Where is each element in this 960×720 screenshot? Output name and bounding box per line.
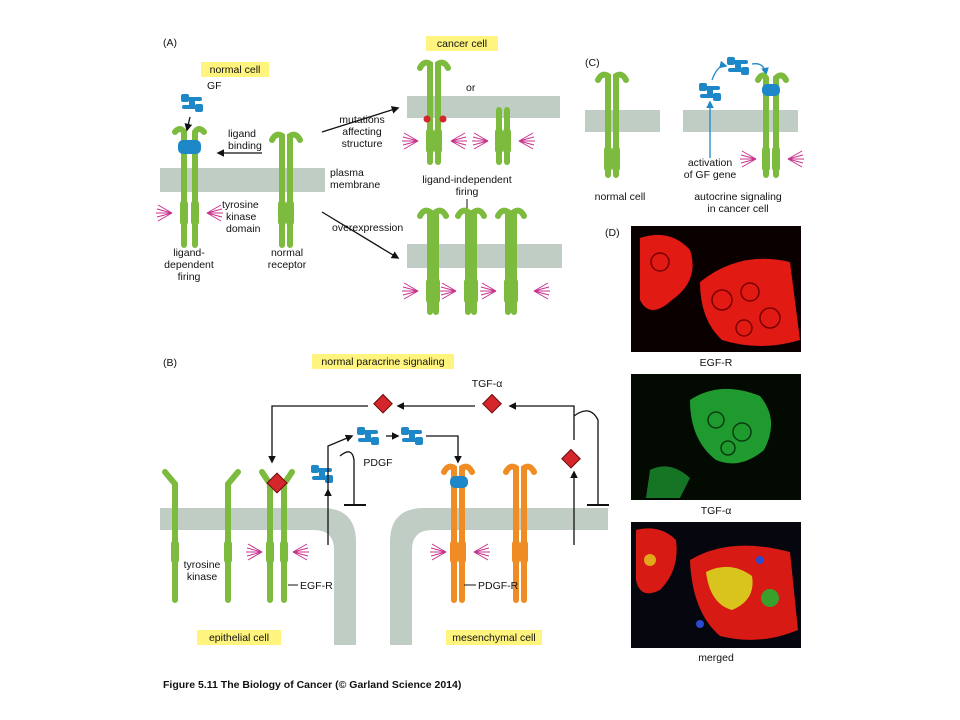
activation-label-1: activation: [688, 157, 733, 169]
normal-receptor-label-2: receptor: [268, 259, 307, 271]
ligand-binding-label-2: binding: [228, 140, 262, 152]
c-normal-receptors: [595, 71, 629, 178]
bound-tgf-alpha: [266, 472, 288, 494]
pdgf-r-label: PDGF-R: [478, 580, 519, 592]
pdgf-to-pdgfr-arrow: [426, 435, 462, 464]
gf-label: GF: [207, 80, 222, 92]
epithelial-highlight: [197, 630, 281, 645]
c-gf-ligand-2: [727, 57, 749, 75]
tgf-alpha-ligand-3: [561, 448, 581, 469]
plasma-membrane-cancer-top: [407, 96, 560, 118]
mesenchymal-cell-label: mesenchymal cell: [452, 632, 535, 644]
pdgf-secretion-arrow: [327, 434, 354, 490]
tyrosine-kinase-b-label-2: kinase: [187, 571, 218, 583]
tgf-alpha-ligand-2: [482, 393, 502, 414]
overexpression-label: overexpression: [332, 222, 403, 234]
paracrine-title: normal paracrine signaling: [321, 356, 444, 368]
bound-gf-ligand: [178, 140, 201, 154]
c-normal-cell-label: normal cell: [595, 191, 646, 203]
mutations-label-2: affecting: [342, 126, 382, 138]
gf-binding-arrow: [184, 116, 193, 132]
ligand-dependent-label-2: dependent: [164, 259, 214, 271]
autocrine-inhibit-left: [339, 451, 355, 505]
autocrine-label-2: in cancer cell: [707, 203, 768, 215]
c-gf-ligand-1: [699, 83, 721, 101]
tyrosine-kinase-label-1: tyrosine: [222, 199, 259, 211]
normal-receptor: [269, 131, 303, 248]
tyrosine-kinase-label-3: domain: [226, 223, 261, 235]
egfr-micrograph-label: EGF-R: [700, 357, 733, 369]
tgf-alpha-label: TGF-α: [472, 378, 503, 390]
ligand-binding-label-1: ligand: [228, 128, 256, 140]
ligand-dependent-label-1: ligand-: [173, 247, 205, 259]
paracrine-title-highlight: [312, 354, 454, 369]
panel-a-label: (A): [163, 37, 177, 49]
tgf-to-egfr-arrow: [268, 405, 368, 464]
epithelial-membrane: [160, 508, 356, 645]
pdgf-ligand-1: [357, 427, 379, 445]
ligand-dependent-label-3: firing: [178, 271, 201, 283]
panel-b-label: (B): [163, 357, 177, 369]
mesenchymal-highlight: [446, 630, 542, 645]
c-autocrine-receptors: [739, 72, 805, 178]
autocrine-label-1: autocrine signaling: [694, 191, 782, 203]
epithelial-cell-label: epithelial cell: [209, 632, 269, 644]
panel-c: (C) normal cell activation of GF gene au…: [585, 57, 805, 215]
mesenchymal-membrane: [390, 508, 608, 645]
tgfa-micrograph: [631, 374, 801, 500]
tgf-alpha-ligand-1: [373, 393, 393, 414]
figure-caption: Figure 5.11 The Biology of Cancer (© Gar…: [163, 679, 461, 691]
merged-micrograph-label: merged: [698, 652, 734, 664]
membrane-c-cancer: [683, 110, 798, 132]
panel-c-label: (C): [585, 57, 600, 69]
overexpressed-receptors: [401, 207, 551, 315]
mutant-receptor-dimer: [401, 59, 468, 165]
panel-b: (B) normal paracrine signaling tyrosine …: [160, 354, 609, 645]
gf-ligand: [181, 94, 203, 112]
pdgf-ligand-2: [401, 427, 423, 445]
truncated-receptor-dimer: [471, 107, 536, 165]
panel-d: (D) EGF-R TGF-α: [605, 226, 801, 664]
tyrosine-kinase-label-2: kinase: [226, 211, 257, 223]
tyrosine-kinase-b-label-1: tyrosine: [184, 559, 221, 571]
ligand-dependent-receptor: [155, 126, 224, 248]
activation-label-2: of GF gene: [684, 169, 737, 181]
merged-micrograph: [631, 522, 801, 648]
normal-receptor-label-1: normal: [271, 247, 303, 259]
tgf-secretion-arrow: [508, 402, 575, 440]
overexpression-arrow: [321, 211, 400, 259]
mutations-label-3: structure: [342, 138, 383, 150]
panel-a: (A) normal cell cancer cell GF ligand bi…: [155, 36, 562, 315]
ligand-independent-label-2: firing: [456, 186, 479, 198]
cancer-cell-highlight: [426, 36, 498, 51]
ligand-independent-label-1: ligand-independent: [422, 174, 511, 186]
or-label: or: [466, 82, 476, 94]
panel-d-label: (D): [605, 227, 620, 239]
plasma-membrane-left: [160, 168, 325, 192]
pdgf-ligand-3: [311, 465, 333, 483]
normal-cell-title: normal cell: [210, 64, 261, 76]
cancer-cell-title: cancer cell: [437, 38, 487, 50]
tgfa-micrograph-label: TGF-α: [701, 505, 732, 517]
autocrine-inhibit-right: [573, 410, 599, 505]
egf-r-label: EGF-R: [300, 580, 333, 592]
normal-cell-highlight: [201, 62, 269, 77]
membrane-c-normal: [585, 110, 660, 132]
plasma-membrane-label-1: plasma: [330, 167, 364, 179]
plasma-membrane-label-2: membrane: [330, 179, 380, 191]
mesenchymal-receptors: [429, 463, 537, 603]
egfr-micrograph: [631, 226, 801, 352]
mutations-arrow: [321, 106, 400, 133]
pdgf-label: PDGF: [363, 457, 392, 469]
